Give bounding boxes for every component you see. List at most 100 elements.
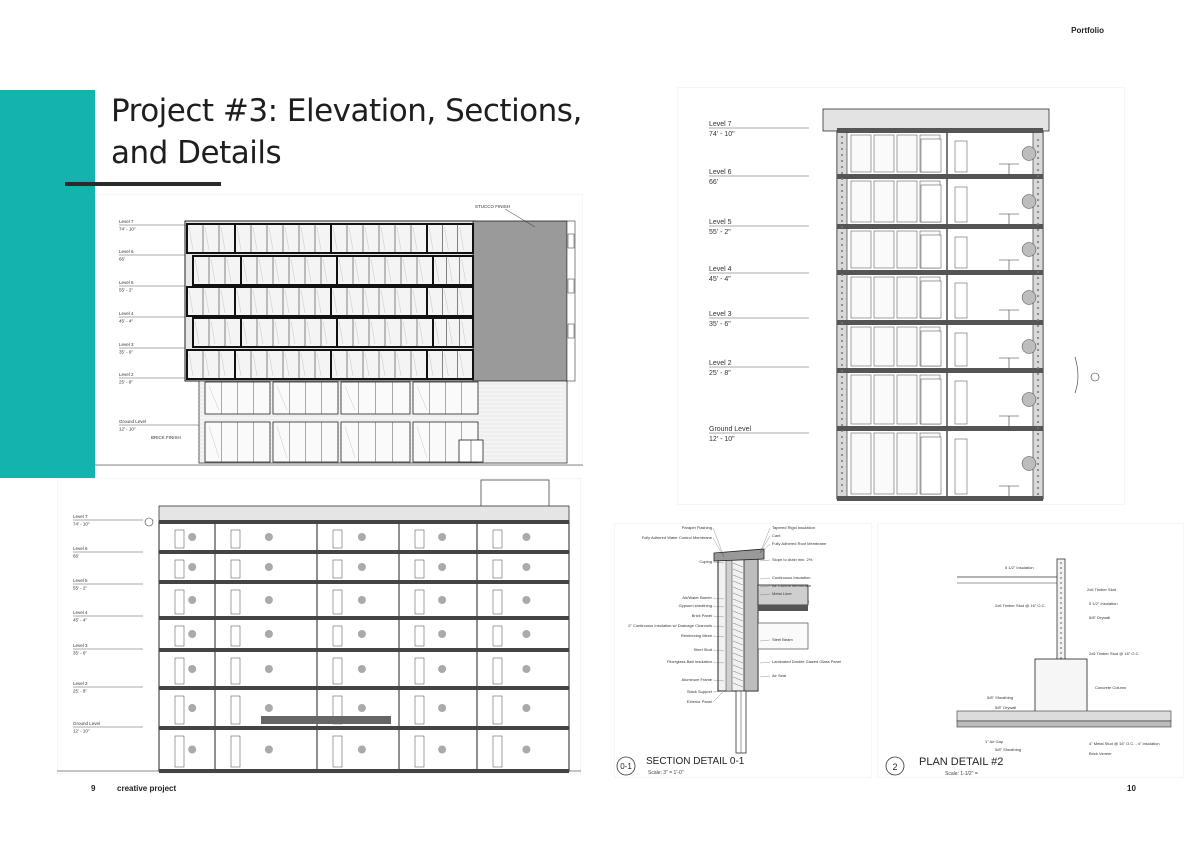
portfolio-label: Portfolio xyxy=(1071,26,1104,35)
level-name: Level 6 xyxy=(709,169,732,176)
level-height: 74' - 10" xyxy=(73,522,90,527)
level-height: 55' - 2" xyxy=(709,229,731,236)
plan-annotation: 5/8" Drywall xyxy=(995,705,1016,710)
plan-annotation: Brick Veneer xyxy=(1089,751,1112,756)
level-name: Level 5 xyxy=(709,219,732,226)
level-name: Level 2 xyxy=(709,360,732,367)
level-name: Level 4 xyxy=(119,311,134,316)
accent-bar xyxy=(0,90,95,478)
plan-annotation: Concrete Column xyxy=(1095,685,1126,690)
level-name: Level 4 xyxy=(709,266,732,273)
detail-annotation: Gypsum sheathing xyxy=(679,603,712,608)
level-name: Level 5 xyxy=(119,280,134,285)
plan-detail-drawing: 5 1/2" Insulation 2x6 Timber Stud 2x6 Timb… xyxy=(877,523,1184,778)
page-title-line-1: Project #3: Elevation, Sections, xyxy=(111,93,582,129)
section-detail-title: SECTION DETAIL 0-1 xyxy=(646,756,745,767)
level-name: Level 2 xyxy=(73,681,88,686)
level-name: Level 5 xyxy=(73,578,88,583)
detail-annotation: Laminated Double Glazed Glass Panel xyxy=(772,659,841,664)
plan-detail-marker: 2 xyxy=(892,762,897,772)
level-height: 74' - 10" xyxy=(709,131,735,138)
section-drawing-right: Level 7 74' - 10" Level 6 66' Level 5 55' - 2… xyxy=(677,87,1125,505)
level-name: Level 7 xyxy=(119,219,134,224)
level-height: 45' - 4" xyxy=(709,276,731,283)
plan-annotation: 2x6 Timber Stud @ 16" O.C. xyxy=(1089,651,1140,656)
level-name: Level 7 xyxy=(73,514,88,519)
level-height: 12' - 10" xyxy=(709,436,735,443)
detail-annotation: 2" Continuous Insulation w/ Drainage Cha… xyxy=(628,623,712,628)
level-height: 25' - 8" xyxy=(119,380,133,385)
detail-annotation: Aluminum Frame xyxy=(682,677,713,682)
level-name: Ground Level xyxy=(119,419,146,424)
left-footer-label: creative project xyxy=(117,784,177,793)
plan-detail-scale: Scale: 1-1/2" = xyxy=(945,771,978,777)
plan-annotation: 5/8" Sheathing xyxy=(987,695,1013,700)
plan-annotation: 5/8" Drywall xyxy=(1089,615,1110,620)
level-height: 55' - 2" xyxy=(73,586,87,591)
level-height: 12' - 10" xyxy=(73,729,90,734)
brick-label: BRICK FINISH xyxy=(151,435,181,440)
detail-annotation: Stack Support xyxy=(687,689,713,694)
detail-annotation: Fully Adhered Roof Membrane xyxy=(772,541,827,546)
level-height: 66' xyxy=(73,554,79,559)
stucco-label: STUCCO FINISH xyxy=(475,204,510,209)
title-underline xyxy=(65,182,221,186)
detail-annotation: Air/Water Barrier xyxy=(682,595,712,600)
level-height: 25' - 8" xyxy=(73,689,87,694)
level-height: 35' - 6" xyxy=(709,321,731,328)
detail-annotation: Continuous Insulation xyxy=(772,575,810,580)
level-name: Level 7 xyxy=(709,121,732,128)
plan-annotation: 4" Metal Stud @ 16" O.C. - 4" insulation xyxy=(1089,741,1160,746)
plan-annotation: 5 1/2" Insulation xyxy=(1089,601,1118,606)
level-height: 12' - 10" xyxy=(119,427,136,432)
level-name: Ground Level xyxy=(73,721,100,726)
level-height: 66' xyxy=(709,179,718,186)
detail-annotation: Fully Adhered Water Control Membrane xyxy=(642,535,713,540)
level-name: Level 2 xyxy=(119,372,134,377)
plan-detail-title: PLAN DETAIL #2 xyxy=(919,756,1003,768)
level-height: 66' xyxy=(119,257,125,262)
detail-annotation: Exterior Panel xyxy=(687,699,712,704)
detail-annotation: Air Seal xyxy=(772,673,786,678)
section-drawing-left: Level 7 74' - 10" Level 6 66' Level 5 55' - 2… xyxy=(57,478,581,774)
plan-annotation: 1" Air Gap xyxy=(985,739,1004,744)
right-page-number: 10 xyxy=(1127,784,1136,793)
detail-annotation: Parapet Flashing xyxy=(682,525,712,530)
plan-annotation: 5/8" Sheathing xyxy=(995,747,1021,752)
plan-annotation: 2x6 Timber Stud @ 16" O.C. xyxy=(995,603,1046,608)
level-height: 35' - 6" xyxy=(119,350,133,355)
detail-annotation: Slope to drain min. 2% xyxy=(772,557,813,562)
detail-annotation: Fiberglass Batt Insulation xyxy=(667,659,712,664)
detail-annotation: Cant xyxy=(772,533,781,538)
level-name: Level 6 xyxy=(73,546,88,551)
level-name: Ground Level xyxy=(709,426,751,433)
detail-annotation: Steel Beam xyxy=(772,637,793,642)
level-name: Level 4 xyxy=(73,610,88,615)
level-name: Level 3 xyxy=(709,311,732,318)
plan-annotation: 5 1/2" Insulation xyxy=(1005,565,1034,570)
detail-annotation: Metal Liner xyxy=(772,591,792,596)
section-detail-marker: 0-1 xyxy=(620,762,632,771)
level-height: 25' - 8" xyxy=(709,370,731,377)
level-name: Level 3 xyxy=(73,643,88,648)
plan-annotation: 2x6 Timber Stud xyxy=(1087,587,1116,592)
detail-annotation: Tapered Rigid Insulation xyxy=(772,525,815,530)
level-height: 45' - 4" xyxy=(73,618,87,623)
detail-annotation: Steel Stud xyxy=(694,647,712,652)
level-name: Level 3 xyxy=(119,342,134,347)
level-height: 45' - 4" xyxy=(119,319,133,324)
level-height: 55' - 2" xyxy=(119,288,133,293)
level-height: 74' - 10" xyxy=(119,227,136,232)
detail-annotation: Air Control Membrane xyxy=(772,583,812,588)
detail-annotation: Coping xyxy=(699,559,712,564)
level-name: Level 6 xyxy=(119,249,134,254)
detail-annotation: Brick Panel xyxy=(692,613,712,618)
level-height: 35' - 6" xyxy=(73,651,87,656)
left-page-number: 9 xyxy=(91,784,96,793)
page-title-line-2: and Details xyxy=(111,135,282,171)
page-title: Project #3: Elevation, Sections, and Det… xyxy=(111,90,582,174)
detail-annotation: Reinforcing Mesh xyxy=(681,633,712,638)
section-detail-scale: Scale: 3" = 1'-0" xyxy=(648,770,684,776)
elevation-drawing: Level 7 74' - 10" Level 6 66' Level 5 55' - 2… xyxy=(95,194,583,466)
